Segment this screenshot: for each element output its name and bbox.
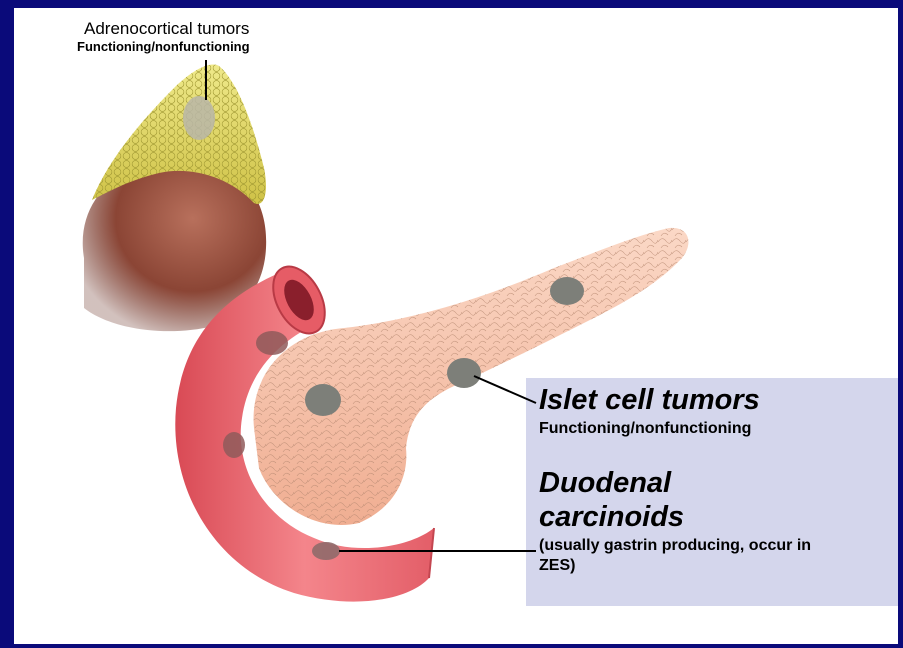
adrenal-label-title: Adrenocortical tumors <box>84 19 249 39</box>
islet-label-title: Islet cell tumors <box>539 384 760 417</box>
islet-label-subtitle: Functioning/nonfunctioning <box>539 420 751 438</box>
slide-canvas: Adrenocortical tumors Functioning/nonfun… <box>14 8 898 644</box>
duodenal-label-title: Duodenal carcinoids <box>539 466 789 534</box>
duodenal-label-subtitle: (usually gastrin producing, occur in ZES… <box>539 536 839 576</box>
adrenal-label-subtitle: Functioning/nonfunctioning <box>77 39 250 54</box>
islet-leader-line <box>474 376 536 403</box>
